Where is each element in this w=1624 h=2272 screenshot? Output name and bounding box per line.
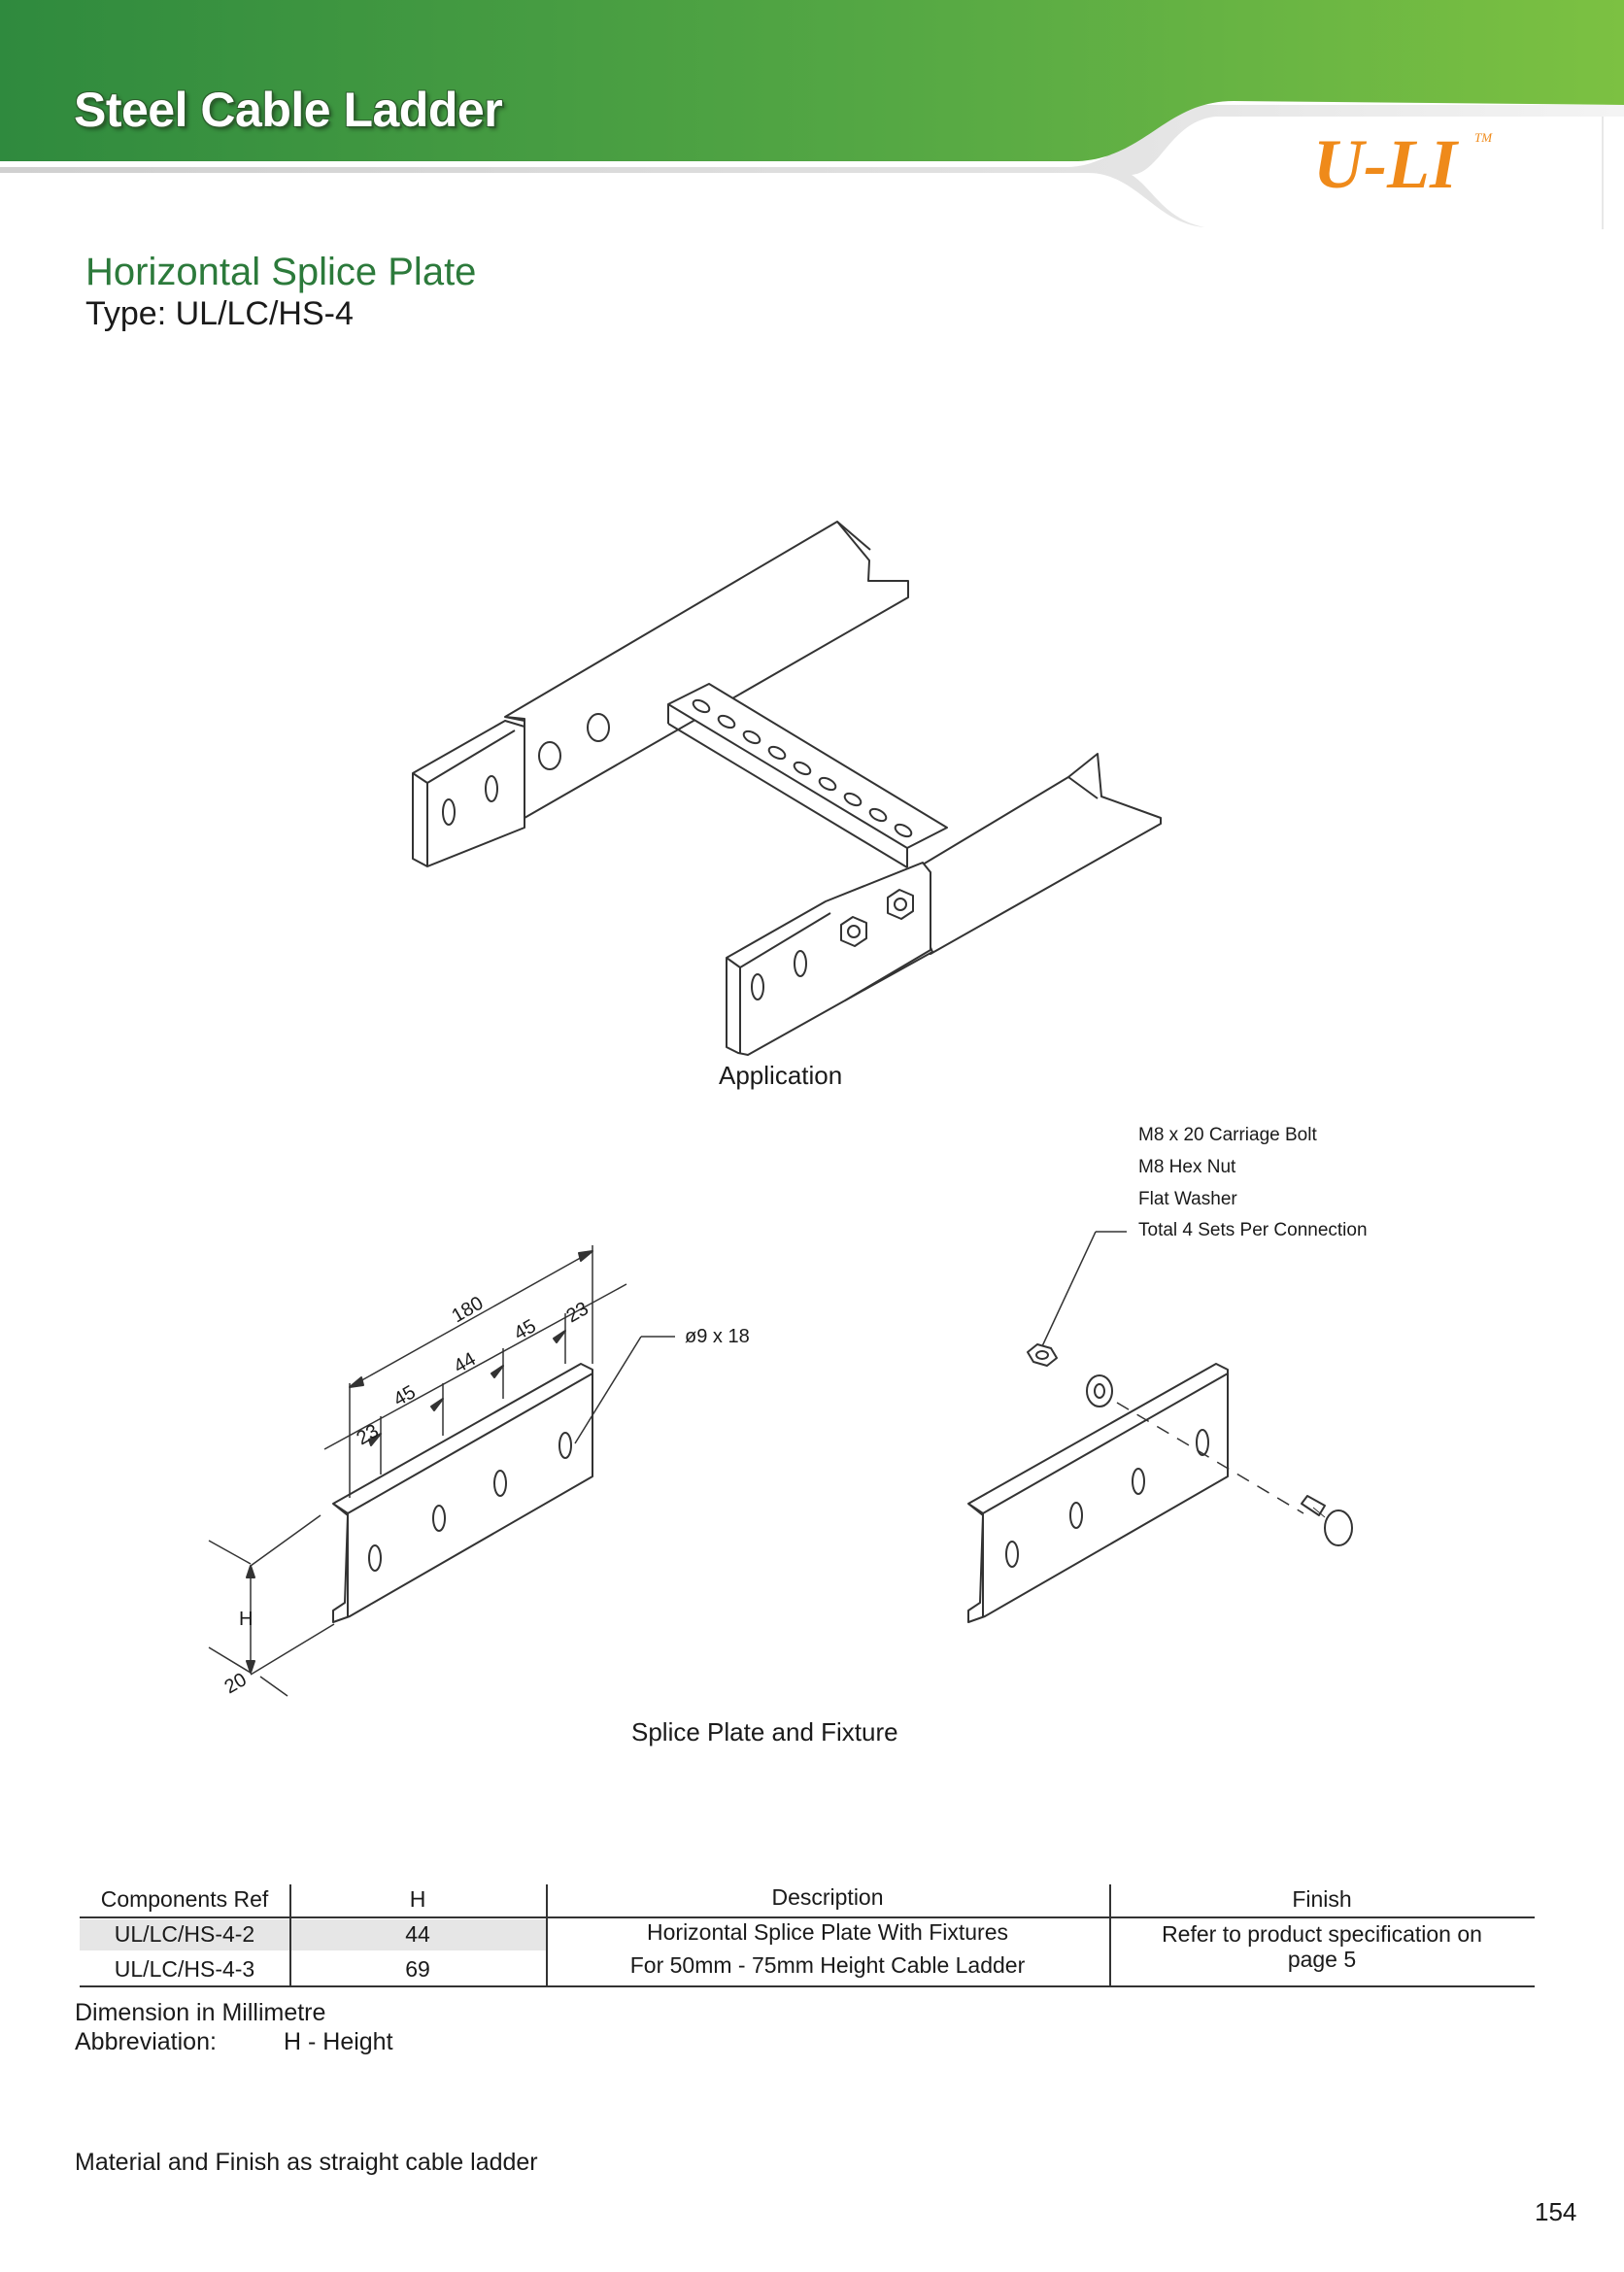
product-type: Type: UL/LC/HS-4 [85,295,354,332]
header-banner [0,0,1624,229]
description-line-2: For 50mm - 75mm Height Cable Ladder [629,1952,1026,1978]
finish-line-2: page 5 [1287,1947,1357,1972]
trademark-mark: TM [1474,130,1493,145]
page-number: 154 [1535,2197,1577,2226]
row-shade [80,1919,546,1950]
table-row-ref: UL/LC/HS-4-2 [114,1921,255,1947]
technical-drawings: 180 23 45 44 45 23 ø9 x 18 H 20 [208,521,1353,1698]
section-title: Horizontal Splice Plate [85,251,477,293]
dim-seg-b: 45 [390,1381,420,1410]
brand-logo: U-LI [1313,125,1457,203]
fixture-label-washer: Flat Washer [1138,1189,1237,1209]
header-finish: Finish [1292,1886,1352,1912]
fixture-drawing [967,1231,1353,1623]
header-h: H [409,1886,426,1912]
dim-height: H [239,1609,253,1630]
column-rule [1109,1884,1111,1987]
splice-plate-drawing: 180 23 45 44 45 23 ø9 x 18 H 20 [208,1245,750,1698]
fixture-label-total: Total 4 Sets Per Connection [1138,1220,1368,1240]
material-note: Material and Finish as straight cable la… [75,2149,538,2176]
table-row-h: 44 [405,1921,430,1947]
header-rule [80,1916,1535,1918]
abbreviation-value: H - Height [284,2028,393,2055]
dim-hole-size: ø9 x 18 [685,1326,750,1347]
dimension-note: Dimension in Millimetre [75,1999,326,2026]
fixture-label-bolt: M8 x 20 Carriage Bolt [1138,1125,1317,1145]
table-row-h: 69 [405,1956,430,1982]
description-line-1: Horizontal Splice Plate With Fixtures [647,1919,1008,1945]
page-header-title: Steel Cable Ladder [74,83,503,137]
header-components-ref: Components Ref [100,1886,269,1912]
dim-flange: 20 [221,1669,251,1698]
dim-overall-length: 180 [449,1293,488,1328]
dim-seg-d: 45 [511,1315,540,1344]
finish-line-1: Refer to product specification on [1162,1921,1482,1947]
dim-seg-c: 44 [451,1348,480,1377]
column-rule [546,1884,548,1987]
splice-caption: Splice Plate and Fixture [631,1717,898,1746]
fixture-label-nut: M8 Hex Nut [1138,1157,1236,1177]
application-caption: Application [719,1061,843,1090]
table-row-ref: UL/LC/HS-4-3 [114,1956,255,1982]
dim-seg-e: 23 [563,1298,592,1327]
dim-seg-a: 23 [354,1420,383,1449]
column-rule [289,1884,291,1987]
header-description: Description [771,1884,884,1910]
abbreviation-label: Abbreviation: [75,2028,217,2055]
bottom-rule [80,1985,1535,1987]
application-drawing [412,521,1162,1056]
